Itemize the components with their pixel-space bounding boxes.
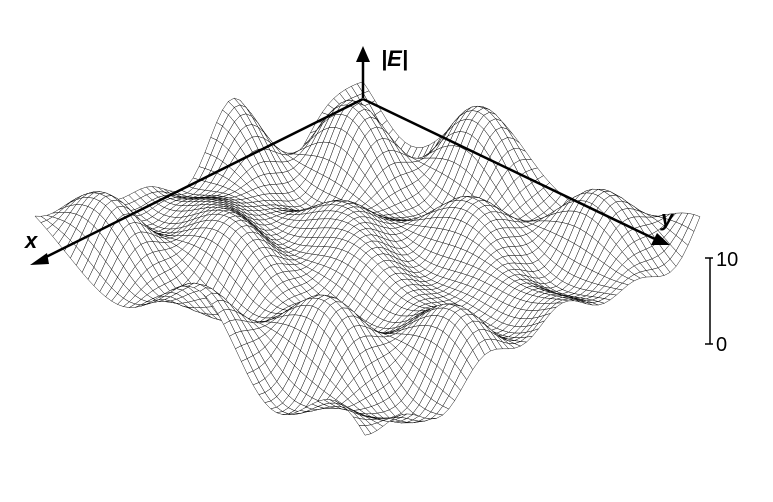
x-axis-arrowhead (30, 253, 49, 265)
scale-max-label: 10 (716, 249, 738, 271)
z-axis-label: |E| (381, 46, 408, 71)
y-axis-label: y (660, 206, 675, 231)
wireframe-surface-mesh (34, 81, 701, 436)
x-axis-label: x (24, 228, 38, 253)
scale-min-label: 0 (716, 334, 727, 356)
z-axis-arrowhead (356, 46, 370, 62)
y-axis-arrowhead (651, 233, 670, 245)
magnitude-scale-bar: 10 0 (705, 249, 738, 356)
y-axis-line (362, 97, 658, 242)
mesh-cell (358, 425, 372, 436)
x-axis-line (41, 97, 364, 261)
